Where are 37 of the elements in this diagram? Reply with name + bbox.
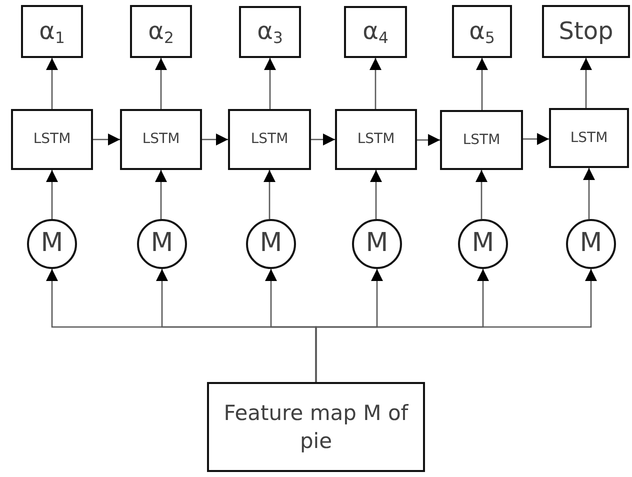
arrow	[155, 58, 167, 109]
lstm-box: LSTM	[440, 110, 523, 170]
output-box: α$_{2}$	[130, 5, 192, 58]
arrow	[523, 133, 549, 145]
arrow	[580, 58, 592, 108]
arrow	[264, 170, 276, 219]
feature-circle: M	[246, 219, 296, 269]
arrow	[370, 58, 382, 109]
output-box: α$_{3}$	[239, 6, 301, 58]
feature-circle: M	[566, 219, 616, 269]
arrow	[476, 58, 488, 110]
lstm-box: LSTM	[11, 109, 93, 170]
feature-circle: M	[352, 219, 402, 269]
output-box: α$_{5}$	[452, 5, 512, 58]
lstm-box: LSTM	[549, 108, 629, 168]
arrow	[311, 134, 335, 146]
feature-circle: M	[137, 219, 187, 269]
arrow	[46, 170, 58, 219]
arrow	[93, 134, 120, 146]
lstm-box: LSTM	[335, 109, 417, 170]
arrow	[583, 168, 595, 219]
arrow	[315, 269, 597, 382]
output-box: α$_{1}$	[21, 5, 83, 58]
feature-circle: M	[27, 219, 77, 269]
arrow	[46, 58, 58, 109]
arrow	[202, 134, 228, 146]
arrow	[476, 170, 488, 219]
output-box: Stop	[542, 5, 630, 58]
arrow	[264, 58, 276, 109]
feature-map-box: Feature map M of pie	[207, 382, 425, 472]
arrow	[155, 170, 167, 219]
lstm-box: LSTM	[120, 109, 202, 170]
lstm-box: LSTM	[228, 109, 311, 170]
feature-circle: M	[458, 219, 508, 269]
arrow	[417, 134, 440, 146]
arrow	[370, 170, 382, 219]
output-box: α$_{4}$	[344, 6, 407, 58]
